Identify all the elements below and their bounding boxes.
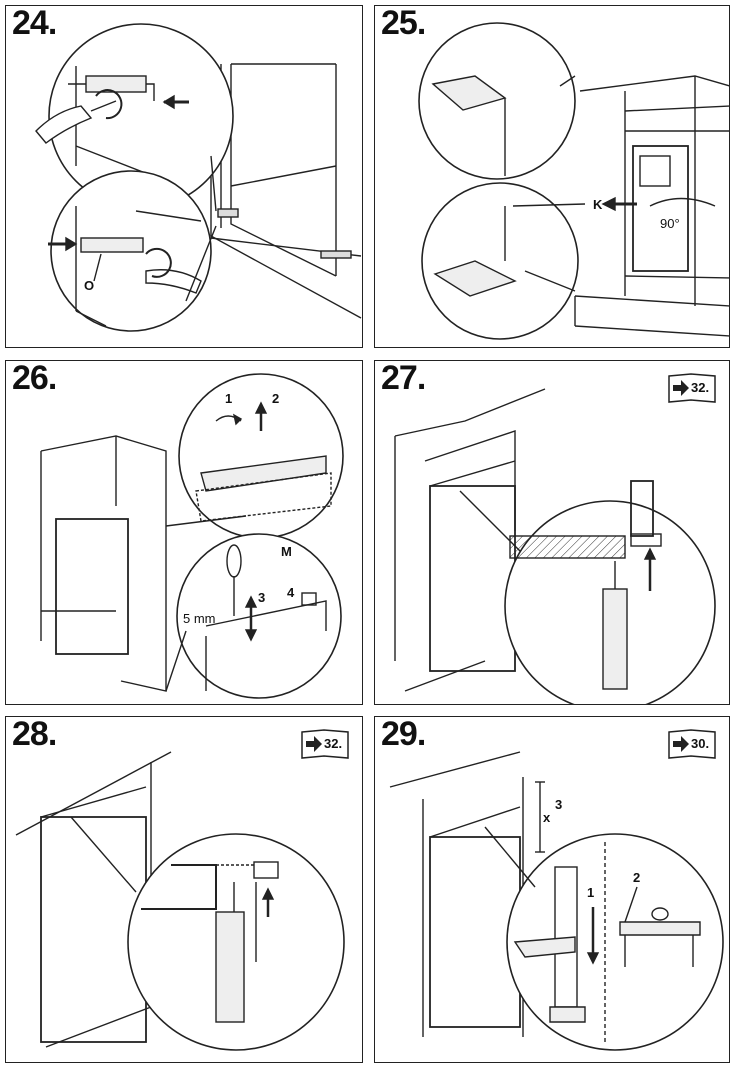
label-x: x (543, 810, 551, 825)
label-m: M (281, 544, 292, 559)
step-27-panel: 27. 32. (374, 360, 730, 705)
book-arrow-icon (668, 373, 716, 403)
step-28-illustration (15, 751, 345, 1051)
step-number: 26. (12, 360, 57, 397)
book-arrow-icon (301, 729, 349, 759)
label-3: 3 (555, 797, 562, 812)
book-arrow-icon (668, 729, 716, 759)
label-3: 3 (258, 590, 265, 605)
step-number: 25. (381, 5, 426, 42)
step-number: 28. (12, 716, 57, 753)
step-26-illustration: 1 2 3 4 M 5 mm (40, 373, 344, 699)
step-24-panel: 24. (5, 5, 363, 348)
label-angle: 90° (660, 216, 680, 231)
step-26-panel: 26. (5, 360, 363, 705)
step-24-illustration: O (35, 23, 362, 332)
label-o: O (84, 278, 94, 293)
step-29-panel: 29. 30. (374, 716, 730, 1063)
step-29-illustration: x 3 1 2 (389, 751, 724, 1051)
label-1: 1 (587, 885, 594, 900)
step-number: 24. (12, 5, 57, 42)
ref-page-number: 30. (691, 736, 710, 751)
page-reference: 32. (667, 371, 717, 405)
ref-page-number: 32. (691, 380, 710, 395)
step-27-illustration (394, 388, 716, 704)
label-4: 4 (287, 585, 295, 600)
step-number: 29. (381, 716, 426, 753)
ref-page-number: 32. (324, 736, 343, 751)
label-2: 2 (272, 391, 279, 406)
label-2: 2 (633, 870, 640, 885)
step-number: 27. (381, 360, 426, 397)
page-reference: 32. (300, 727, 350, 761)
step-25-illustration: K 90° (418, 22, 729, 340)
step-25-panel: 25. (374, 5, 730, 348)
label-gap: 5 mm (183, 611, 216, 626)
page-reference: 30. (667, 727, 717, 761)
label-1: 1 (225, 391, 232, 406)
label-k: K (593, 197, 603, 212)
step-28-panel: 28. 32. (5, 716, 363, 1063)
